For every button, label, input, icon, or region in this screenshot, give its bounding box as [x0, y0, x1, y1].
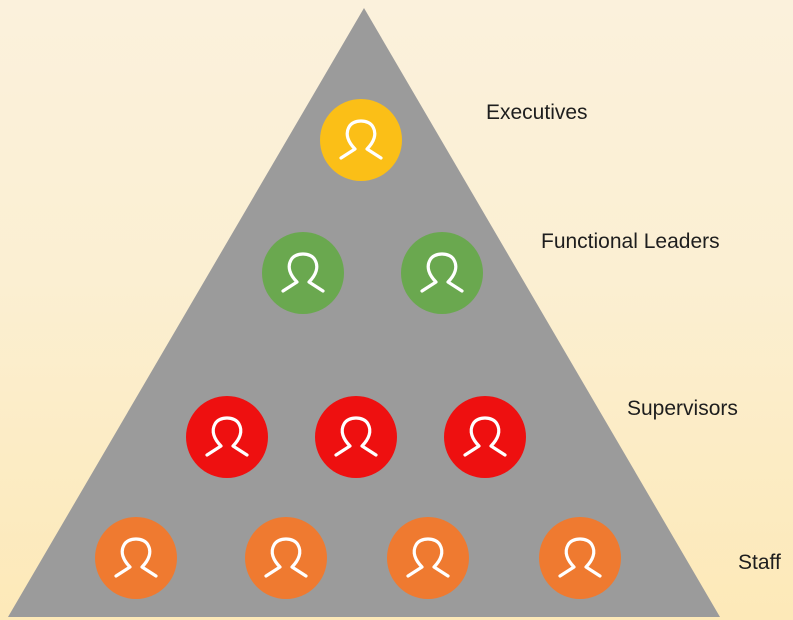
person-outline — [264, 537, 308, 578]
person-outline-icon — [401, 232, 483, 314]
person-circle — [95, 517, 177, 599]
person-outline — [339, 119, 383, 160]
person-outline — [558, 537, 602, 578]
level-label-functional-leaders: Functional Leaders — [541, 230, 720, 253]
person-circle — [320, 99, 402, 181]
person-circle — [387, 517, 469, 599]
pyramid-shape — [8, 8, 720, 617]
person-icons-layer — [95, 99, 621, 599]
person-outline-icon — [245, 517, 327, 599]
person-outline-icon — [320, 99, 402, 181]
person-outline-icon — [186, 396, 268, 478]
person-outline-icon — [262, 232, 344, 314]
person-outline-icon — [539, 517, 621, 599]
person-outline — [281, 252, 325, 293]
person-circle — [401, 232, 483, 314]
person-circle — [186, 396, 268, 478]
level-label-staff: Staff — [738, 551, 781, 574]
person-circle — [444, 396, 526, 478]
person-outline — [420, 252, 464, 293]
person-outline — [406, 537, 450, 578]
person-circle — [315, 396, 397, 478]
person-circle — [245, 517, 327, 599]
person-outline-icon — [387, 517, 469, 599]
person-outline — [463, 416, 507, 457]
person-outline — [205, 416, 249, 457]
person-outline — [334, 416, 378, 457]
person-circle — [539, 517, 621, 599]
person-circle — [262, 232, 344, 314]
level-label-executives: Executives — [486, 101, 588, 124]
person-outline-icon — [444, 396, 526, 478]
level-label-supervisors: Supervisors — [627, 397, 738, 420]
person-outline-icon — [95, 517, 177, 599]
person-outline-icon — [315, 396, 397, 478]
person-outline — [114, 537, 158, 578]
